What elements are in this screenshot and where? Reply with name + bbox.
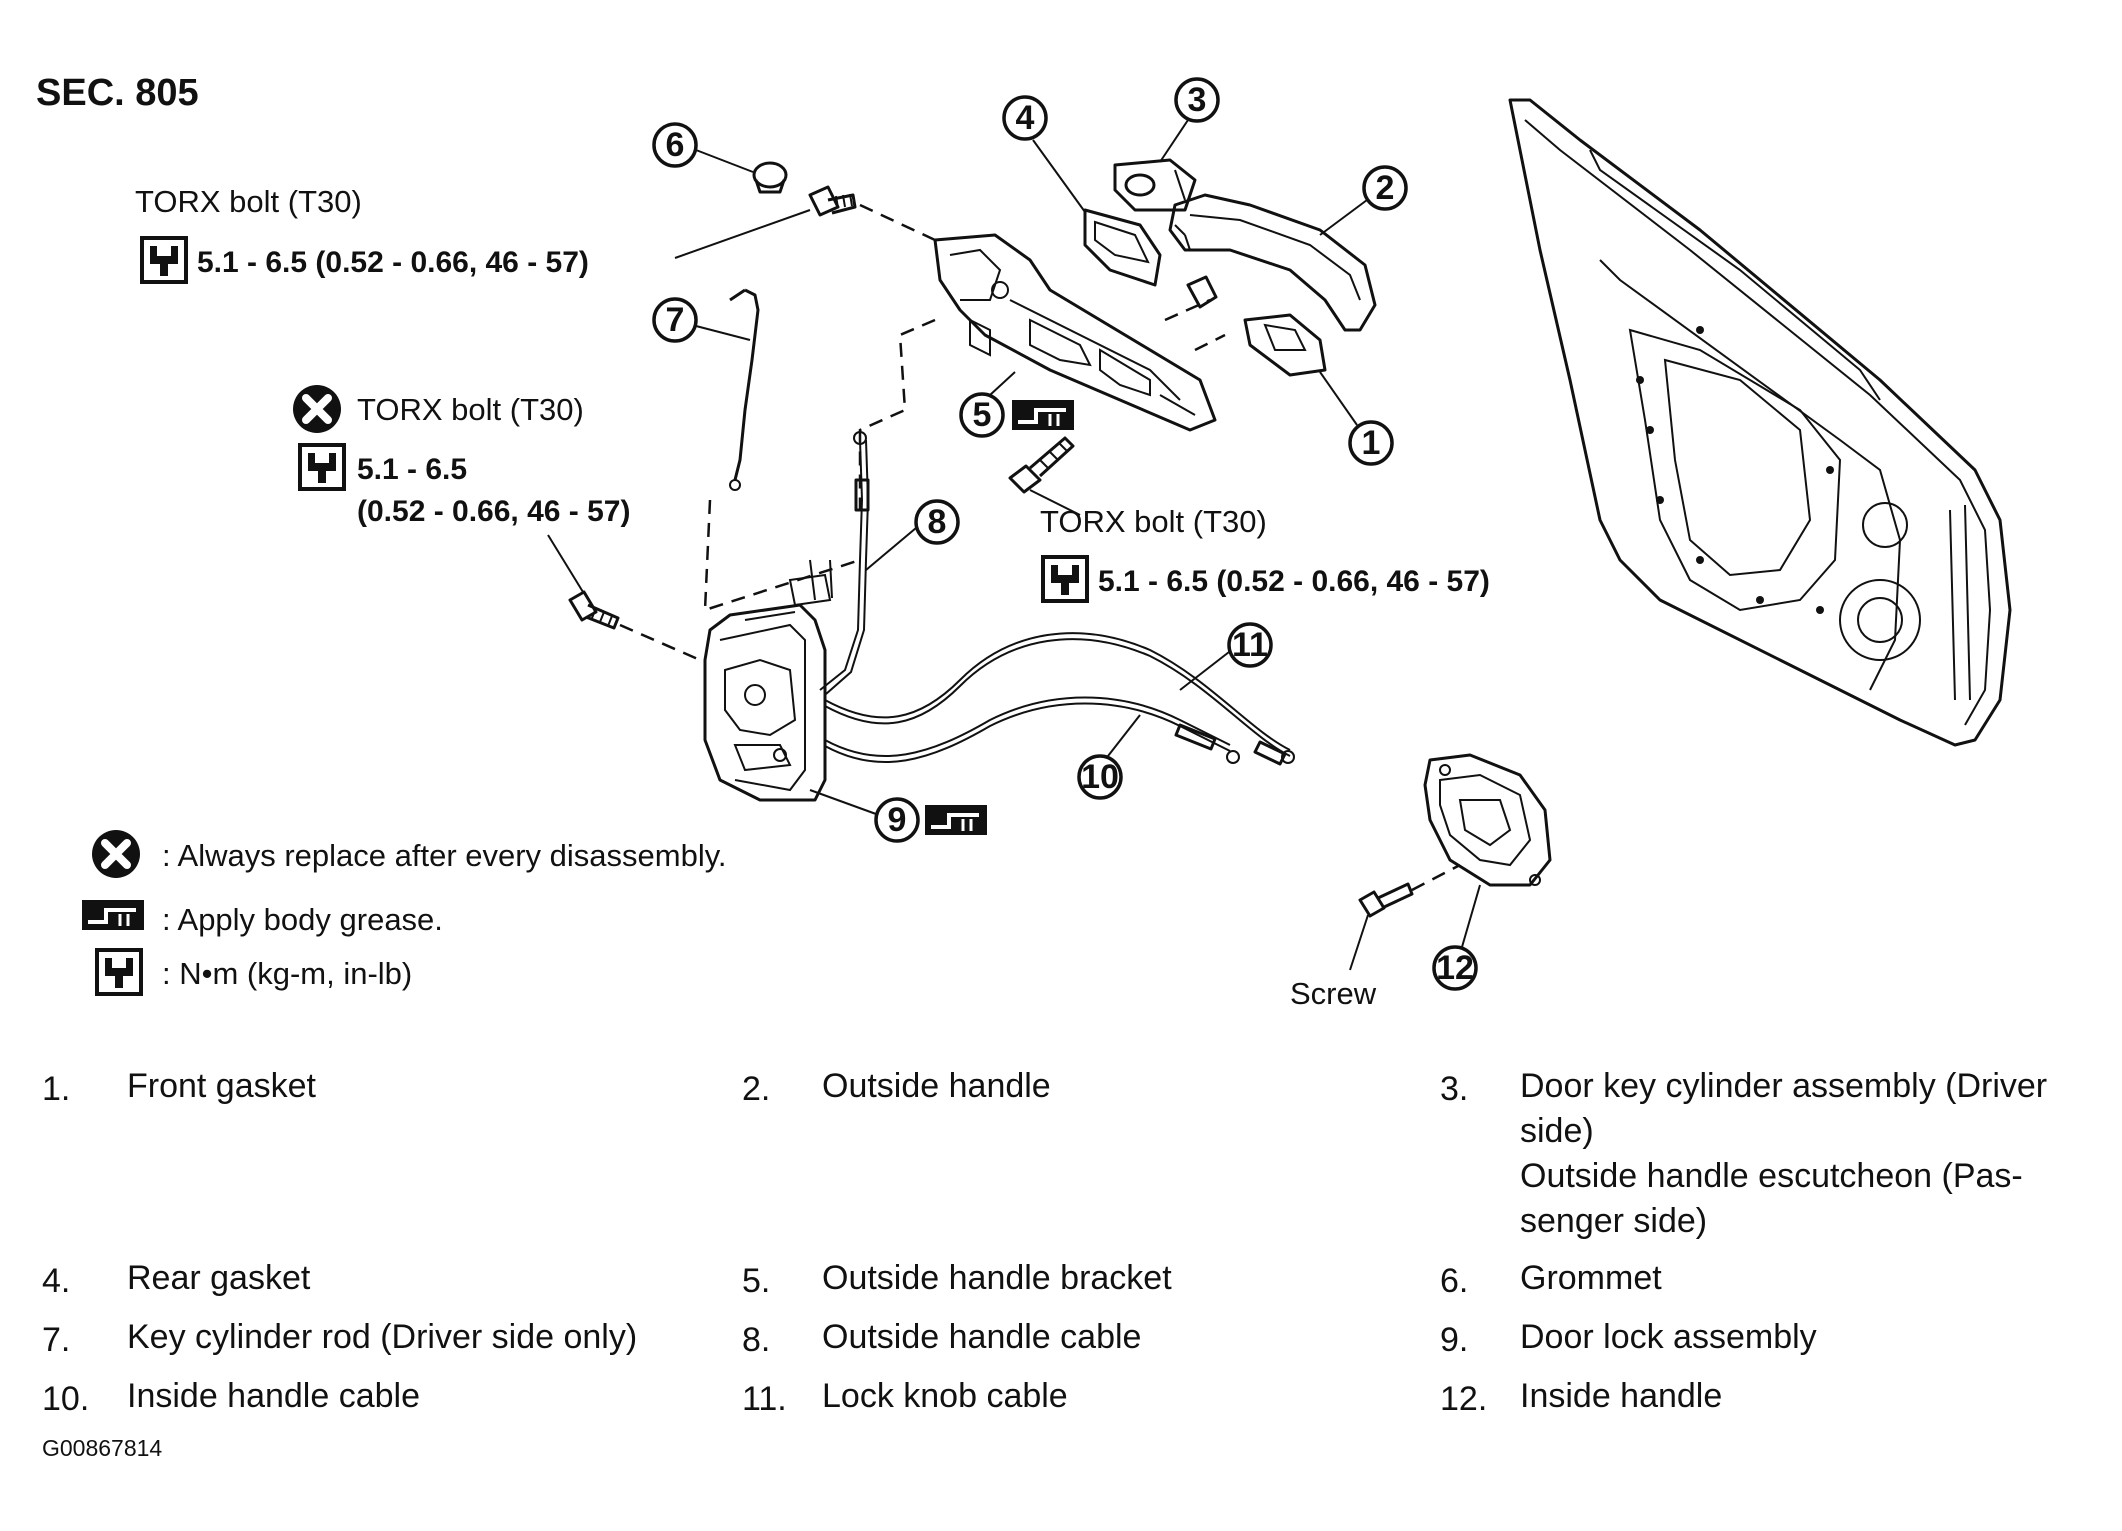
door-key-cylinder bbox=[1113, 158, 1197, 212]
callout-6 bbox=[652, 122, 698, 168]
part-number: 8. bbox=[742, 1321, 771, 1359]
section-title: SEC. 805 bbox=[36, 72, 199, 114]
legend-replace-text: : Always replace after every disassembly… bbox=[162, 838, 727, 873]
outside-handle bbox=[1168, 193, 1377, 332]
torx-bolt-label-left: TORX bolt (T30) bbox=[357, 392, 584, 427]
lock-knob-cable bbox=[824, 632, 1295, 766]
torx-torque-left-2: (0.52 - 0.66, 46 - 57) bbox=[357, 495, 631, 528]
part-name: Door lock assembly bbox=[1520, 1318, 1817, 1356]
part-name: Outside handle bracket bbox=[822, 1259, 1172, 1297]
part-number: 6. bbox=[1440, 1262, 1469, 1300]
outside-handle-cable bbox=[819, 431, 870, 695]
callout-4 bbox=[1002, 95, 1048, 141]
callout-10 bbox=[1077, 754, 1123, 800]
rear-gasket bbox=[1083, 208, 1162, 287]
part-name: Lock knob cable bbox=[822, 1377, 1068, 1415]
part-number: 1. bbox=[42, 1070, 71, 1108]
part-name: Inside handle bbox=[1520, 1377, 1723, 1415]
callout-3 bbox=[1174, 77, 1220, 123]
torque-icon bbox=[1041, 555, 1089, 603]
callout-5 bbox=[959, 392, 1005, 438]
svg-text:6: 6 bbox=[666, 126, 685, 164]
callout-11 bbox=[1227, 622, 1273, 668]
torx-bolt-label-mid: TORX bolt (T30) bbox=[1040, 504, 1267, 539]
inside-handle bbox=[1423, 753, 1552, 887]
part-number: 7. bbox=[42, 1321, 71, 1359]
torx-bolt-left bbox=[568, 590, 620, 630]
svg-text:7: 7 bbox=[666, 301, 685, 339]
screw-label: Screw bbox=[1290, 976, 1377, 1011]
torx-bolt-top bbox=[808, 185, 857, 217]
torque-icon bbox=[95, 948, 143, 996]
part-number: 4. bbox=[42, 1262, 71, 1300]
torx-bolt-mid bbox=[1008, 436, 1075, 494]
door-panel bbox=[1508, 98, 2012, 747]
part-number: 10. bbox=[42, 1380, 90, 1418]
legend-grease-text: : Apply body grease. bbox=[162, 902, 443, 937]
torx-torque-mid: 5.1 - 6.5 (0.52 - 0.66, 46 - 57) bbox=[1098, 565, 1490, 598]
svg-text:11: 11 bbox=[1232, 626, 1268, 664]
callout-1 bbox=[1348, 420, 1394, 466]
outside-handle-bracket bbox=[933, 233, 1217, 432]
grease-icon bbox=[923, 803, 989, 837]
svg-text:4: 4 bbox=[1016, 99, 1035, 137]
torque-icon bbox=[140, 236, 188, 284]
torx-torque-top: 5.1 - 6.5 (0.52 - 0.66, 46 - 57) bbox=[197, 246, 589, 279]
callout-9 bbox=[874, 797, 920, 843]
svg-text:5: 5 bbox=[973, 396, 992, 434]
screw-part bbox=[1358, 882, 1414, 918]
door-lock-assembly bbox=[703, 559, 833, 802]
part-number: 5. bbox=[742, 1262, 771, 1300]
part-name: senger side) bbox=[1520, 1202, 1708, 1240]
svg-text:10: 10 bbox=[1081, 758, 1119, 796]
legend-torque-text: : N•m (kg-m, in-lb) bbox=[162, 956, 412, 991]
part-name: Outside handle bbox=[822, 1067, 1051, 1105]
svg-text:3: 3 bbox=[1188, 81, 1207, 119]
torque-icon bbox=[298, 443, 346, 491]
callout-2 bbox=[1362, 165, 1408, 211]
svg-text:12: 12 bbox=[1436, 949, 1474, 987]
replace-icon bbox=[92, 830, 140, 878]
part-name: side) bbox=[1520, 1112, 1594, 1150]
inside-handle-cable bbox=[824, 696, 1240, 764]
svg-text:9: 9 bbox=[888, 801, 907, 839]
part-name: Outside handle cable bbox=[822, 1318, 1142, 1356]
front-gasket bbox=[1243, 313, 1327, 377]
key-cylinder-rod bbox=[729, 288, 760, 491]
part-name: Front gasket bbox=[127, 1067, 316, 1105]
part-name: Door key cylinder assembly (Driver bbox=[1520, 1067, 2048, 1105]
replace-icon bbox=[293, 385, 341, 433]
part-number: 2. bbox=[742, 1070, 771, 1108]
part-name: Inside handle cable bbox=[127, 1377, 421, 1415]
svg-text:8: 8 bbox=[928, 503, 947, 541]
torx-torque-left-1: 5.1 - 6.5 bbox=[357, 453, 467, 486]
svg-text:1: 1 bbox=[1362, 424, 1381, 462]
figure-code: G00867814 bbox=[42, 1435, 163, 1461]
grommet-part bbox=[752, 161, 788, 194]
part-number: 11. bbox=[742, 1380, 787, 1418]
callout-8 bbox=[914, 499, 960, 545]
grease-icon bbox=[1010, 398, 1076, 432]
part-number: 9. bbox=[1440, 1321, 1469, 1359]
part-number: 12. bbox=[1440, 1380, 1488, 1418]
part-name: Key cylinder rod (Driver side only) bbox=[127, 1318, 638, 1356]
torx-bolt-label-top: TORX bolt (T30) bbox=[135, 184, 362, 219]
callout-12 bbox=[1432, 945, 1478, 991]
svg-text:2: 2 bbox=[1376, 169, 1395, 207]
part-number: 3. bbox=[1440, 1070, 1469, 1108]
part-name: Rear gasket bbox=[127, 1259, 311, 1297]
part-name: Outside handle escutcheon (Pas- bbox=[1520, 1157, 2023, 1195]
grease-icon bbox=[80, 898, 146, 932]
callout-7 bbox=[652, 297, 698, 343]
part-name: Grommet bbox=[1520, 1259, 1662, 1297]
